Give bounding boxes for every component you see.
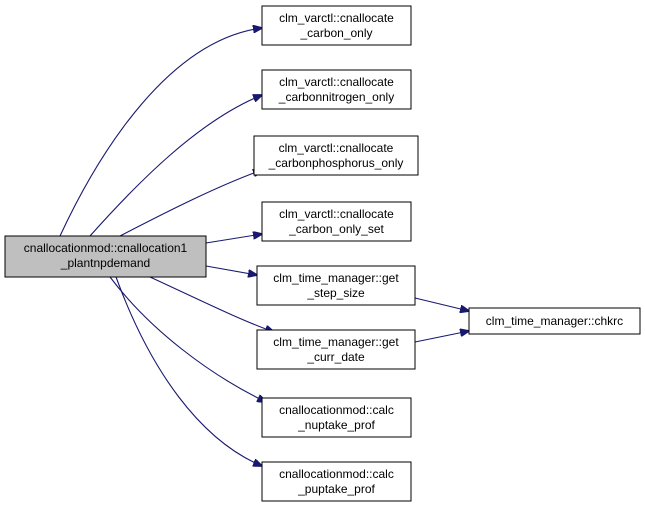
node-label-line2: _puptake_prof xyxy=(297,482,375,496)
edge-get-curr-date-to-chkrc xyxy=(414,331,469,343)
edge-get-step-size-to-chkrc xyxy=(414,297,469,311)
node-calc-puptake-prof[interactable]: cnallocationmod::calc _puptake_prof xyxy=(261,461,412,502)
node-cnallocate-carbonphosphorus-only[interactable]: clm_varctl::cnallocate _carbonphosphorus… xyxy=(253,135,419,176)
edge-root-to-carbonphosphorus-only xyxy=(119,170,262,237)
edge-root-to-get-step-size xyxy=(205,265,257,275)
node-root-line1: cnallocationmod::cnallocation1 xyxy=(24,241,188,255)
edge-root-to-get-curr-date xyxy=(149,276,274,332)
node-label-line2: _curr_date xyxy=(306,350,365,364)
node-label-line2: _carbonnitrogen_only xyxy=(278,90,394,104)
node-cnallocate-carbon-only[interactable]: clm_varctl::cnallocate _carbon_only xyxy=(261,5,412,46)
node-label-line1: clm_time_manager::get xyxy=(273,271,399,285)
node-label-line1: clm_varctl::cnallocate xyxy=(279,11,394,25)
node-cnallocate-carbonnitrogen-only[interactable]: clm_varctl::cnallocate _carbonnitrogen_o… xyxy=(261,69,412,110)
node-label-line1: cnallocationmod::calc xyxy=(279,467,394,481)
node-get-step-size[interactable]: clm_time_manager::get _step_size xyxy=(256,265,416,306)
edge-root-to-calc-puptake-prof xyxy=(115,276,262,466)
node-label-line1: clm_varctl::cnallocate xyxy=(279,141,394,155)
node-label-line2: _carbonphosphorus_only xyxy=(268,156,404,170)
edge-root-to-carbon-only-set xyxy=(205,234,262,244)
node-root-line2: _plantnpdemand xyxy=(60,256,150,270)
node-calc-nuptake-prof[interactable]: cnallocationmod::calc _nuptake_prof xyxy=(261,397,412,438)
node-label-line1: clm_time_manager::chkrc xyxy=(486,314,623,328)
node-cnallocate-carbon-only-set[interactable]: clm_varctl::cnallocate _carbon_only_set xyxy=(261,201,412,242)
node-label-line2: _nuptake_prof xyxy=(297,418,375,432)
node-root[interactable]: cnallocationmod::cnallocation1 _plantnpd… xyxy=(4,235,207,278)
edge-root-to-carbon-only xyxy=(59,28,262,237)
node-get-curr-date[interactable]: clm_time_manager::get _curr_date xyxy=(256,329,416,370)
edge-root-to-carbonnitrogen-only xyxy=(89,95,262,237)
edge-root-to-calc-nuptake-prof xyxy=(109,276,266,402)
node-label-line1: clm_varctl::cnallocate xyxy=(279,75,394,89)
node-label-line1: clm_varctl::cnallocate xyxy=(279,207,394,221)
node-label-line2: _step_size xyxy=(306,286,365,300)
node-label-line2: _carbon_only xyxy=(299,26,372,40)
edges xyxy=(59,28,469,466)
node-label-line1: clm_time_manager::get xyxy=(273,335,399,349)
node-label-line1: cnallocationmod::calc xyxy=(279,403,394,417)
node-chkrc[interactable]: clm_time_manager::chkrc xyxy=(468,307,641,335)
node-label-line2: _carbon_only_set xyxy=(288,222,384,236)
